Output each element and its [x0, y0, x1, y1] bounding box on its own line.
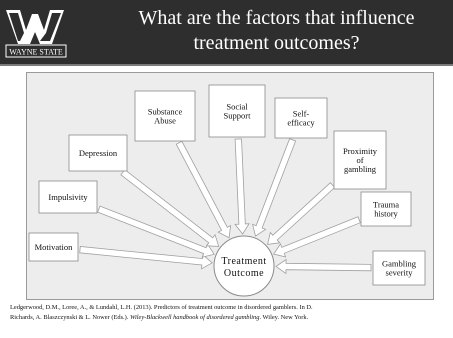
arrow-self-efficacy [252, 138, 297, 237]
factor-label-gambling-severity: Gambling [382, 259, 417, 269]
factor-box-gambling-severity [372, 250, 426, 286]
factor-label-social-support: Social [226, 102, 248, 112]
factor-label-substance-abuse: Abuse [154, 116, 176, 126]
diagram-panel: Motivation Impulsivity Depression Substance… [26, 72, 434, 300]
factor-label-trauma-history: history [374, 209, 398, 219]
factor-label-self-efficacy: Self- [293, 109, 310, 119]
factor-box-motivation [28, 232, 79, 262]
logo-wordmark: WAYNE STATE [9, 48, 63, 57]
factors-diagram: Motivation Impulsivity Depression Substance… [28, 84, 426, 297]
factor-label-proximity-of-gambling: gambling [344, 164, 377, 174]
arrows [79, 138, 372, 275]
slide-title-line-1: What are the factors that influence [138, 7, 415, 29]
factor-box-self-efficacy [274, 97, 328, 139]
factor-label-gambling-severity: severity [386, 268, 414, 278]
citation-publisher: . Wiley. New York. [259, 314, 309, 321]
slide-title-line-2: treatment outcomes? [193, 32, 360, 54]
citation: Ledgerwood, D.M., Loree, A., & Lundahl, … [10, 303, 450, 323]
factor-label-trauma-history: Trauma [373, 200, 399, 210]
citation-book-title: Wiley-Blackwell handbook of disordered g… [129, 314, 260, 321]
factor-label-social-support: Support [224, 111, 252, 121]
arrow-impulsivity [97, 205, 215, 258]
arrow-substance-abuse [175, 140, 232, 239]
factor-label-depression: Depression [79, 148, 118, 158]
center-label-line-1: Treatment [221, 256, 266, 267]
arrow-motivation [79, 246, 213, 270]
factor-label-self-efficacy: efficacy [287, 118, 315, 128]
arrow-proximity-of-gambling [267, 182, 336, 245]
arrow-trauma-history [273, 216, 361, 258]
factor-impulsivity: Impulsivity [38, 180, 98, 214]
treatment-outcome-circle [213, 235, 275, 297]
center-label-line-2: Outcome [224, 268, 264, 279]
citation-authors-eds: Richards, A. Blaszczynski & L. Nower (Ed… [10, 314, 130, 321]
factor-label-motivation: Motivation [35, 242, 74, 252]
factor-depression: Depression [68, 134, 128, 172]
factor-box-depression [68, 134, 128, 172]
factor-self-efficacy: Self-efficacy [274, 97, 328, 139]
wayne-state-logo: WAYNE STATE [5, 10, 67, 58]
slide-title: What are the factors that influence trea… [100, 6, 453, 56]
factor-box-impulsivity [38, 180, 98, 214]
factor-box-proximity-of-gambling [333, 130, 387, 190]
citation-line-1: Ledgerwood, D.M., Loree, A., & Lundahl, … [10, 304, 313, 311]
citation-line-2: Richards, A. Blaszczynski & L. Nower (Ed… [10, 313, 450, 323]
header-bar: WAYNE STATE What are the factors that in… [0, 0, 453, 64]
factor-boxes: Motivation Impulsivity Depression Substance… [28, 84, 426, 286]
arrow-depression [120, 169, 220, 247]
factor-label-proximity-of-gambling: of [356, 155, 363, 165]
arrow-social-support [234, 138, 250, 235]
factor-box-substance-abuse [134, 90, 196, 142]
factor-box-trauma-history [360, 191, 412, 227]
factor-motivation: Motivation [28, 232, 79, 262]
header-divider [0, 64, 453, 66]
factor-label-proximity-of-gambling: Proximity [343, 146, 378, 156]
factor-box-social-support [208, 84, 266, 138]
factor-label-impulsivity: Impulsivity [48, 192, 88, 202]
factor-label-substance-abuse: Substance [148, 107, 183, 117]
arrow-gambling-severity [275, 258, 372, 275]
